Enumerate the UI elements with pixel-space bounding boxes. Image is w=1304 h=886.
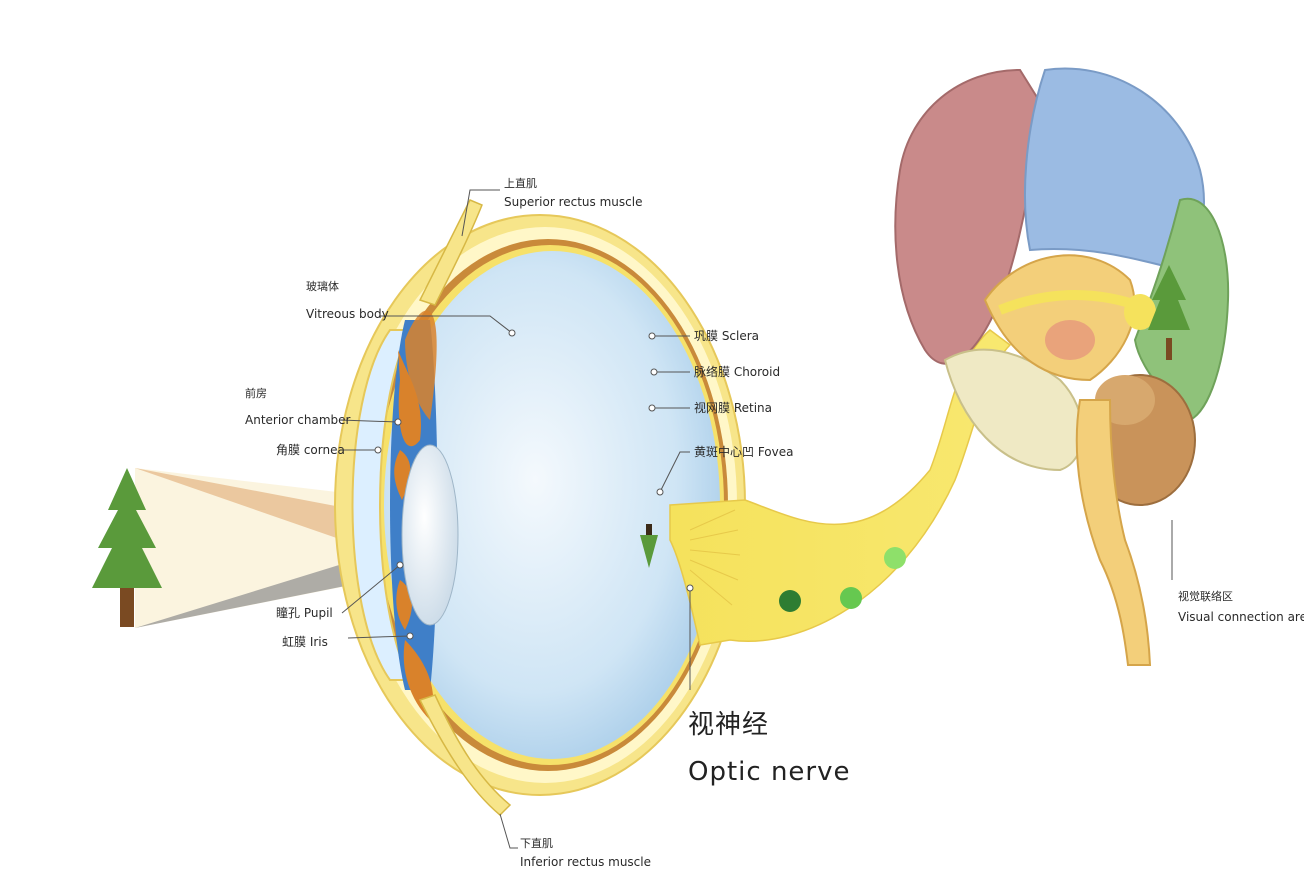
leader-lines	[339, 189, 1173, 849]
visual-area-en: Visual connection area	[1178, 610, 1304, 624]
vitreous-en: Vitreous body	[306, 307, 389, 321]
inferior-rectus-cn: 下直肌	[520, 836, 553, 850]
anterior-chamber-cn: 前房	[245, 386, 267, 400]
label-visual-area: 视觉联络区 Visual connection area	[1178, 589, 1304, 624]
label-retina: 视网膜 Retina	[694, 400, 772, 415]
retina-image-icon	[640, 524, 658, 568]
label-anterior-chamber: 前房 Anterior chamber	[245, 386, 351, 427]
label-inferior-rectus: 下直肌 Inferior rectus muscle	[520, 836, 651, 869]
label-pupil: 瞳孔 Pupil	[276, 605, 333, 620]
superior-rectus-en: Superior rectus muscle	[504, 195, 642, 209]
label-cornea: 角膜 cornea	[276, 443, 345, 457]
visual-area-cn: 视觉联络区	[1178, 589, 1233, 603]
optic-nerve-en: Optic nerve	[688, 757, 851, 787]
label-optic-nerve: 视神经 Optic nerve	[688, 710, 851, 787]
inferior-rectus-muscle	[418, 694, 512, 817]
inferior-rectus-en: Inferior rectus muscle	[520, 855, 651, 869]
anterior-chamber-en: Anterior chamber	[245, 413, 351, 427]
label-superior-rectus: 上直肌 Superior rectus muscle	[504, 176, 642, 209]
brain	[894, 67, 1230, 666]
vitreous-cn: 玻璃体	[306, 279, 339, 293]
label-fovea: 黄斑中心凹 Fovea	[694, 444, 793, 459]
label-choroid: 脉络膜 Choroid	[694, 364, 780, 379]
label-vitreous: 玻璃体 Vitreous body	[306, 279, 389, 321]
tree-object-icon	[92, 468, 162, 627]
label-sclera: 巩膜 Sclera	[694, 329, 759, 343]
optic-nerve-cn: 视神经	[688, 710, 769, 740]
label-iris: 虹膜 Iris	[282, 635, 328, 649]
cortex-tree-icon	[1148, 265, 1190, 360]
superior-rectus-muscle	[418, 199, 483, 306]
superior-rectus-cn: 上直肌	[504, 176, 537, 190]
eyeball	[334, 214, 746, 796]
